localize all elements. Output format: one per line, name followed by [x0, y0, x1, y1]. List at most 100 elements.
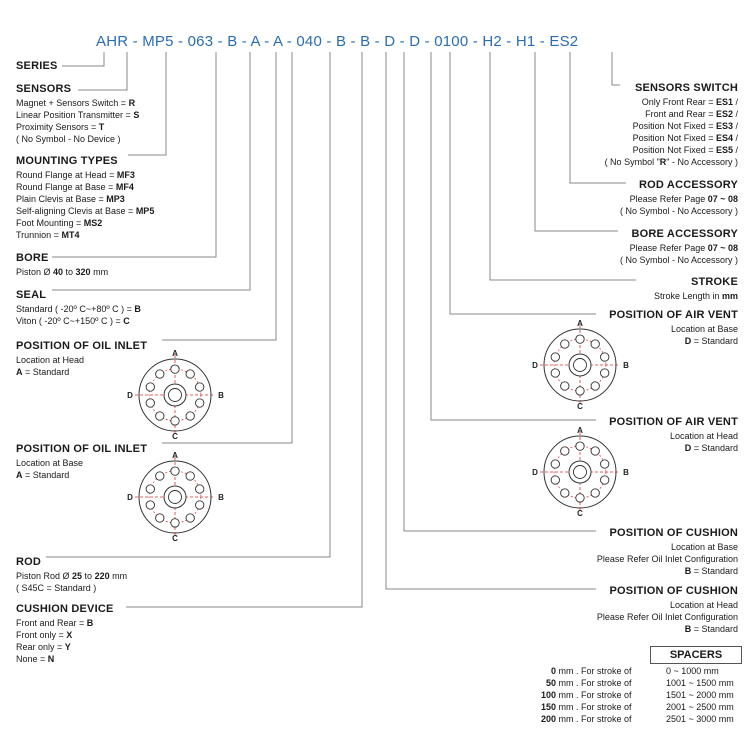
spacers-title: SPACERS	[650, 646, 742, 664]
leader-oil-base	[162, 52, 293, 444]
oil-head-line: Location at Head	[16, 355, 85, 365]
bolt-hole	[590, 339, 600, 349]
bolt-hole	[550, 352, 560, 362]
code-oil-base: A	[273, 33, 283, 50]
code-bore-accessory: H1	[515, 33, 536, 50]
mounting-line: Trunnion = MT4	[16, 230, 80, 241]
bolt-hole	[550, 368, 560, 378]
air-base-line: D = Standard	[684, 336, 738, 347]
bolt-hole	[575, 493, 585, 503]
seal-line: Standard ( -20º C~+80º C ) = B	[16, 304, 141, 314]
bolt-hole	[170, 364, 180, 374]
bolt-hole	[195, 382, 205, 392]
code-air-head: D	[409, 33, 421, 50]
flange-label-right: B	[218, 493, 224, 502]
sensors-line: ( No Symbol - No Device )	[16, 134, 121, 145]
rod-accessory-line: ( No Symbol - No Accessory )	[619, 206, 738, 217]
flange-bore-inner	[168, 388, 182, 402]
bolt-hole	[155, 513, 165, 523]
seal-title: SEAL	[16, 289, 47, 301]
bore-range: Piston Ø 40 to 320 mm	[16, 267, 109, 277]
mounting-line: Self-aligning Clevis at Base = MP5	[16, 206, 155, 217]
bolt-hole	[195, 484, 205, 494]
seal-line: Viton ( -20º C~+150º C ) = C	[16, 316, 130, 327]
bolt-hole	[560, 446, 570, 456]
flange-label-left: D	[127, 493, 133, 502]
mounting-title: MOUNTING TYPES	[16, 155, 118, 167]
mounting-line: Plain Clevis at Base = MP3	[16, 194, 125, 205]
mounting-line: Round Flange at Base = MF4	[16, 182, 134, 193]
sensors-switch-line: Front and Rear = ES2 /	[645, 109, 738, 120]
sensors-switch-line: ( No Symbol "R" - No Accessory )	[604, 157, 738, 168]
leader-sensors	[78, 52, 128, 91]
bolt-hole	[560, 488, 570, 498]
air-head-title: POSITION OF AIR VENT	[609, 416, 738, 428]
flange-label-right: B	[623, 361, 629, 370]
bolt-hole	[600, 368, 610, 378]
section-rod-accessory: ROD ACCESSORY Please Refer Page 07 ~ 08 …	[620, 179, 738, 217]
flange-label-bottom: C	[172, 534, 178, 542]
leader-bore-accessory	[534, 52, 618, 232]
leader-series	[62, 52, 105, 67]
section-rod: ROD Piston Rod Ø 25 to 220 mm ( S45C = S…	[16, 556, 127, 594]
bore-title: BORE	[16, 252, 49, 264]
cushion-base-line: B = Standard	[684, 566, 738, 577]
flange-label-bottom: C	[577, 402, 583, 410]
oil-base-line: Location at Base	[16, 458, 84, 468]
air-head-line: Location at Head	[669, 431, 738, 441]
stroke-title: STROKE	[690, 276, 738, 288]
flange-label-left: D	[532, 468, 538, 477]
bolt-hole	[590, 488, 600, 498]
sensors-line: Proximity Sensors = T	[16, 122, 105, 133]
flange-bore-outer	[568, 460, 592, 484]
flange-label-top: A	[172, 451, 178, 460]
bolt-hole	[170, 518, 180, 528]
sensors-switch-title: SENSORS SWITCH	[634, 82, 738, 94]
section-mounting: MOUNTING TYPES Round Flange at Head = MF…	[16, 155, 154, 242]
sensors-switch-line: Position Not Fixed = ES5 /	[632, 145, 738, 156]
bolt-hole	[145, 484, 155, 494]
rod-accessory-line: Please Refer Page 07 ~ 08	[629, 194, 738, 204]
rod-range: Piston Rod Ø 25 to 220 mm	[16, 571, 128, 581]
code-sensors: R	[117, 33, 129, 50]
cushion-device-line: None = N	[16, 654, 55, 665]
bolt-hole	[185, 471, 195, 481]
bolt-hole	[600, 352, 610, 362]
flange-bore-outer	[163, 383, 187, 407]
code-cushion-base: D	[384, 33, 396, 50]
bore-accessory-line: Please Refer Page 07 ~ 08	[629, 243, 738, 253]
section-oil-base: POSITION OF OIL INLET Location at Base A…	[16, 443, 147, 481]
section-air-head: POSITION OF AIR VENT Location at Head D …	[609, 416, 738, 454]
stroke-line: Stroke Length in mm	[653, 291, 738, 301]
leader-cushion-device	[126, 52, 363, 608]
oil-head-line: A = Standard	[16, 367, 70, 378]
flange-label-top: A	[577, 426, 583, 435]
cushion-base-line: Please Refer Oil Inlet Configuration	[596, 554, 738, 565]
code-oil-head: A	[250, 33, 260, 50]
flange-diagram-oil-base: A C D B	[127, 451, 224, 542]
sensors-switch-line: Only Front Rear = ES1 /	[641, 97, 738, 107]
leader-sensors-switch	[611, 52, 620, 86]
cushion-base-line: Location at Base	[670, 542, 738, 552]
sensors-line: Magnet + Sensors Switch = R	[16, 98, 136, 108]
code-seal: B	[227, 33, 238, 50]
flange-bore-inner	[573, 358, 587, 372]
bolt-hole	[550, 459, 560, 469]
mounting-line: Foot Mounting = MS2	[16, 218, 103, 229]
leader-cushion-head	[385, 52, 596, 590]
bolt-hole	[560, 339, 570, 349]
flange-bore-inner	[573, 465, 587, 479]
air-base-title: POSITION OF AIR VENT	[609, 309, 738, 321]
flange-label-right: B	[623, 468, 629, 477]
bolt-hole	[185, 411, 195, 421]
code-cushion-device: B	[335, 33, 347, 50]
leader-stroke	[489, 52, 636, 281]
cushion-head-title: POSITION OF CUSHION	[609, 585, 738, 597]
section-bore: BORE Piston Ø 40 to 320 mm	[16, 252, 108, 278]
bolt-hole	[145, 500, 155, 510]
